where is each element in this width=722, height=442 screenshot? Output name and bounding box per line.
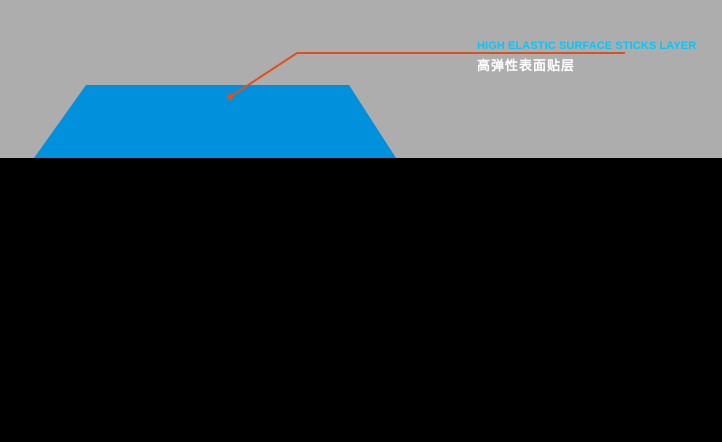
diagram-background: HIGH ELASTIC SURFACE STICKS LAYER 高弹性表面贴… xyxy=(0,0,722,158)
leader-line xyxy=(229,52,625,98)
callout-label-english: HIGH ELASTIC SURFACE STICKS LAYER xyxy=(477,40,697,52)
leader-line-dot xyxy=(227,94,233,100)
layer-diagram xyxy=(34,52,625,158)
surface-layer-shape xyxy=(34,85,396,158)
lower-dark-area xyxy=(0,158,722,442)
callout-label-chinese: 高弹性表面贴层 xyxy=(477,59,576,74)
